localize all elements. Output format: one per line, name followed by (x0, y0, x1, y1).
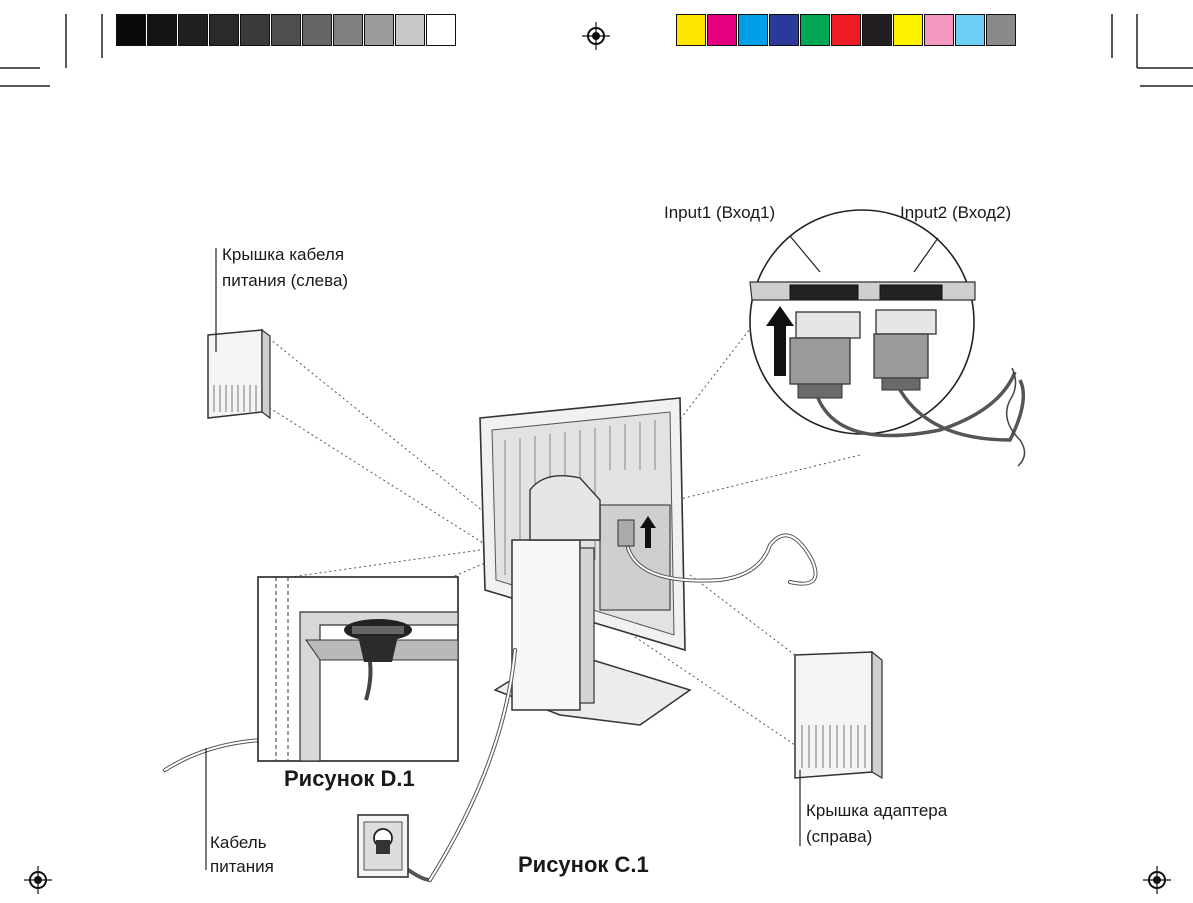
figure-d1-caption: Рисунок D.1 (284, 766, 415, 791)
registration-mark-right (1143, 866, 1171, 894)
color-swatch-8 (893, 14, 923, 46)
figure-c1-caption: Рисунок C.1 (518, 852, 649, 877)
adapter-cover-label-line1: Крышка адаптера (806, 801, 948, 820)
power-cover-label-line2: питания (слева) (222, 271, 349, 290)
color-calibration-bar (676, 14, 1017, 48)
color-swatch-10 (955, 14, 985, 46)
color-swatch-2 (707, 14, 737, 46)
registration-mark-left (24, 866, 52, 894)
power-cover-label-line1: Крышка кабеля (222, 245, 345, 264)
color-swatch-4 (769, 14, 799, 46)
color-swatch-5 (800, 14, 830, 46)
color-swatch-9 (924, 14, 954, 46)
gray-swatch-10 (395, 14, 425, 46)
gray-swatch-2 (147, 14, 177, 46)
grayscale-calibration-bar (116, 14, 457, 48)
gray-swatch-6 (271, 14, 301, 46)
color-swatch-11 (986, 14, 1016, 46)
power-cable-label-line2: питания (210, 857, 274, 876)
figure-d1-inset (257, 576, 459, 762)
registration-mark-top (582, 22, 610, 50)
gray-swatch-1 (116, 14, 146, 46)
power-cable-label-line1: Кабель (210, 833, 267, 852)
color-swatch-3 (738, 14, 768, 46)
gray-swatch-7 (302, 14, 332, 46)
gray-swatch-5 (240, 14, 270, 46)
gray-swatch-3 (178, 14, 208, 46)
gray-swatch-4 (209, 14, 239, 46)
color-swatch-6 (831, 14, 861, 46)
power-cable-cover-left (207, 248, 271, 420)
crop-marks (0, 14, 1193, 87)
color-swatch-7 (862, 14, 892, 46)
gray-swatch-11 (426, 14, 456, 46)
adapter-cover-label-line2: (справа) (806, 827, 873, 846)
input-connectors-detail (749, 209, 1026, 467)
wall-outlet (357, 814, 409, 878)
adapter-cover-right (794, 650, 883, 846)
gray-swatch-8 (333, 14, 363, 46)
gray-swatch-9 (364, 14, 394, 46)
input1-label: Input1 (Вход1) (664, 203, 776, 222)
color-swatch-1 (676, 14, 706, 46)
input2-label: Input2 (Вход2) (900, 203, 1012, 222)
